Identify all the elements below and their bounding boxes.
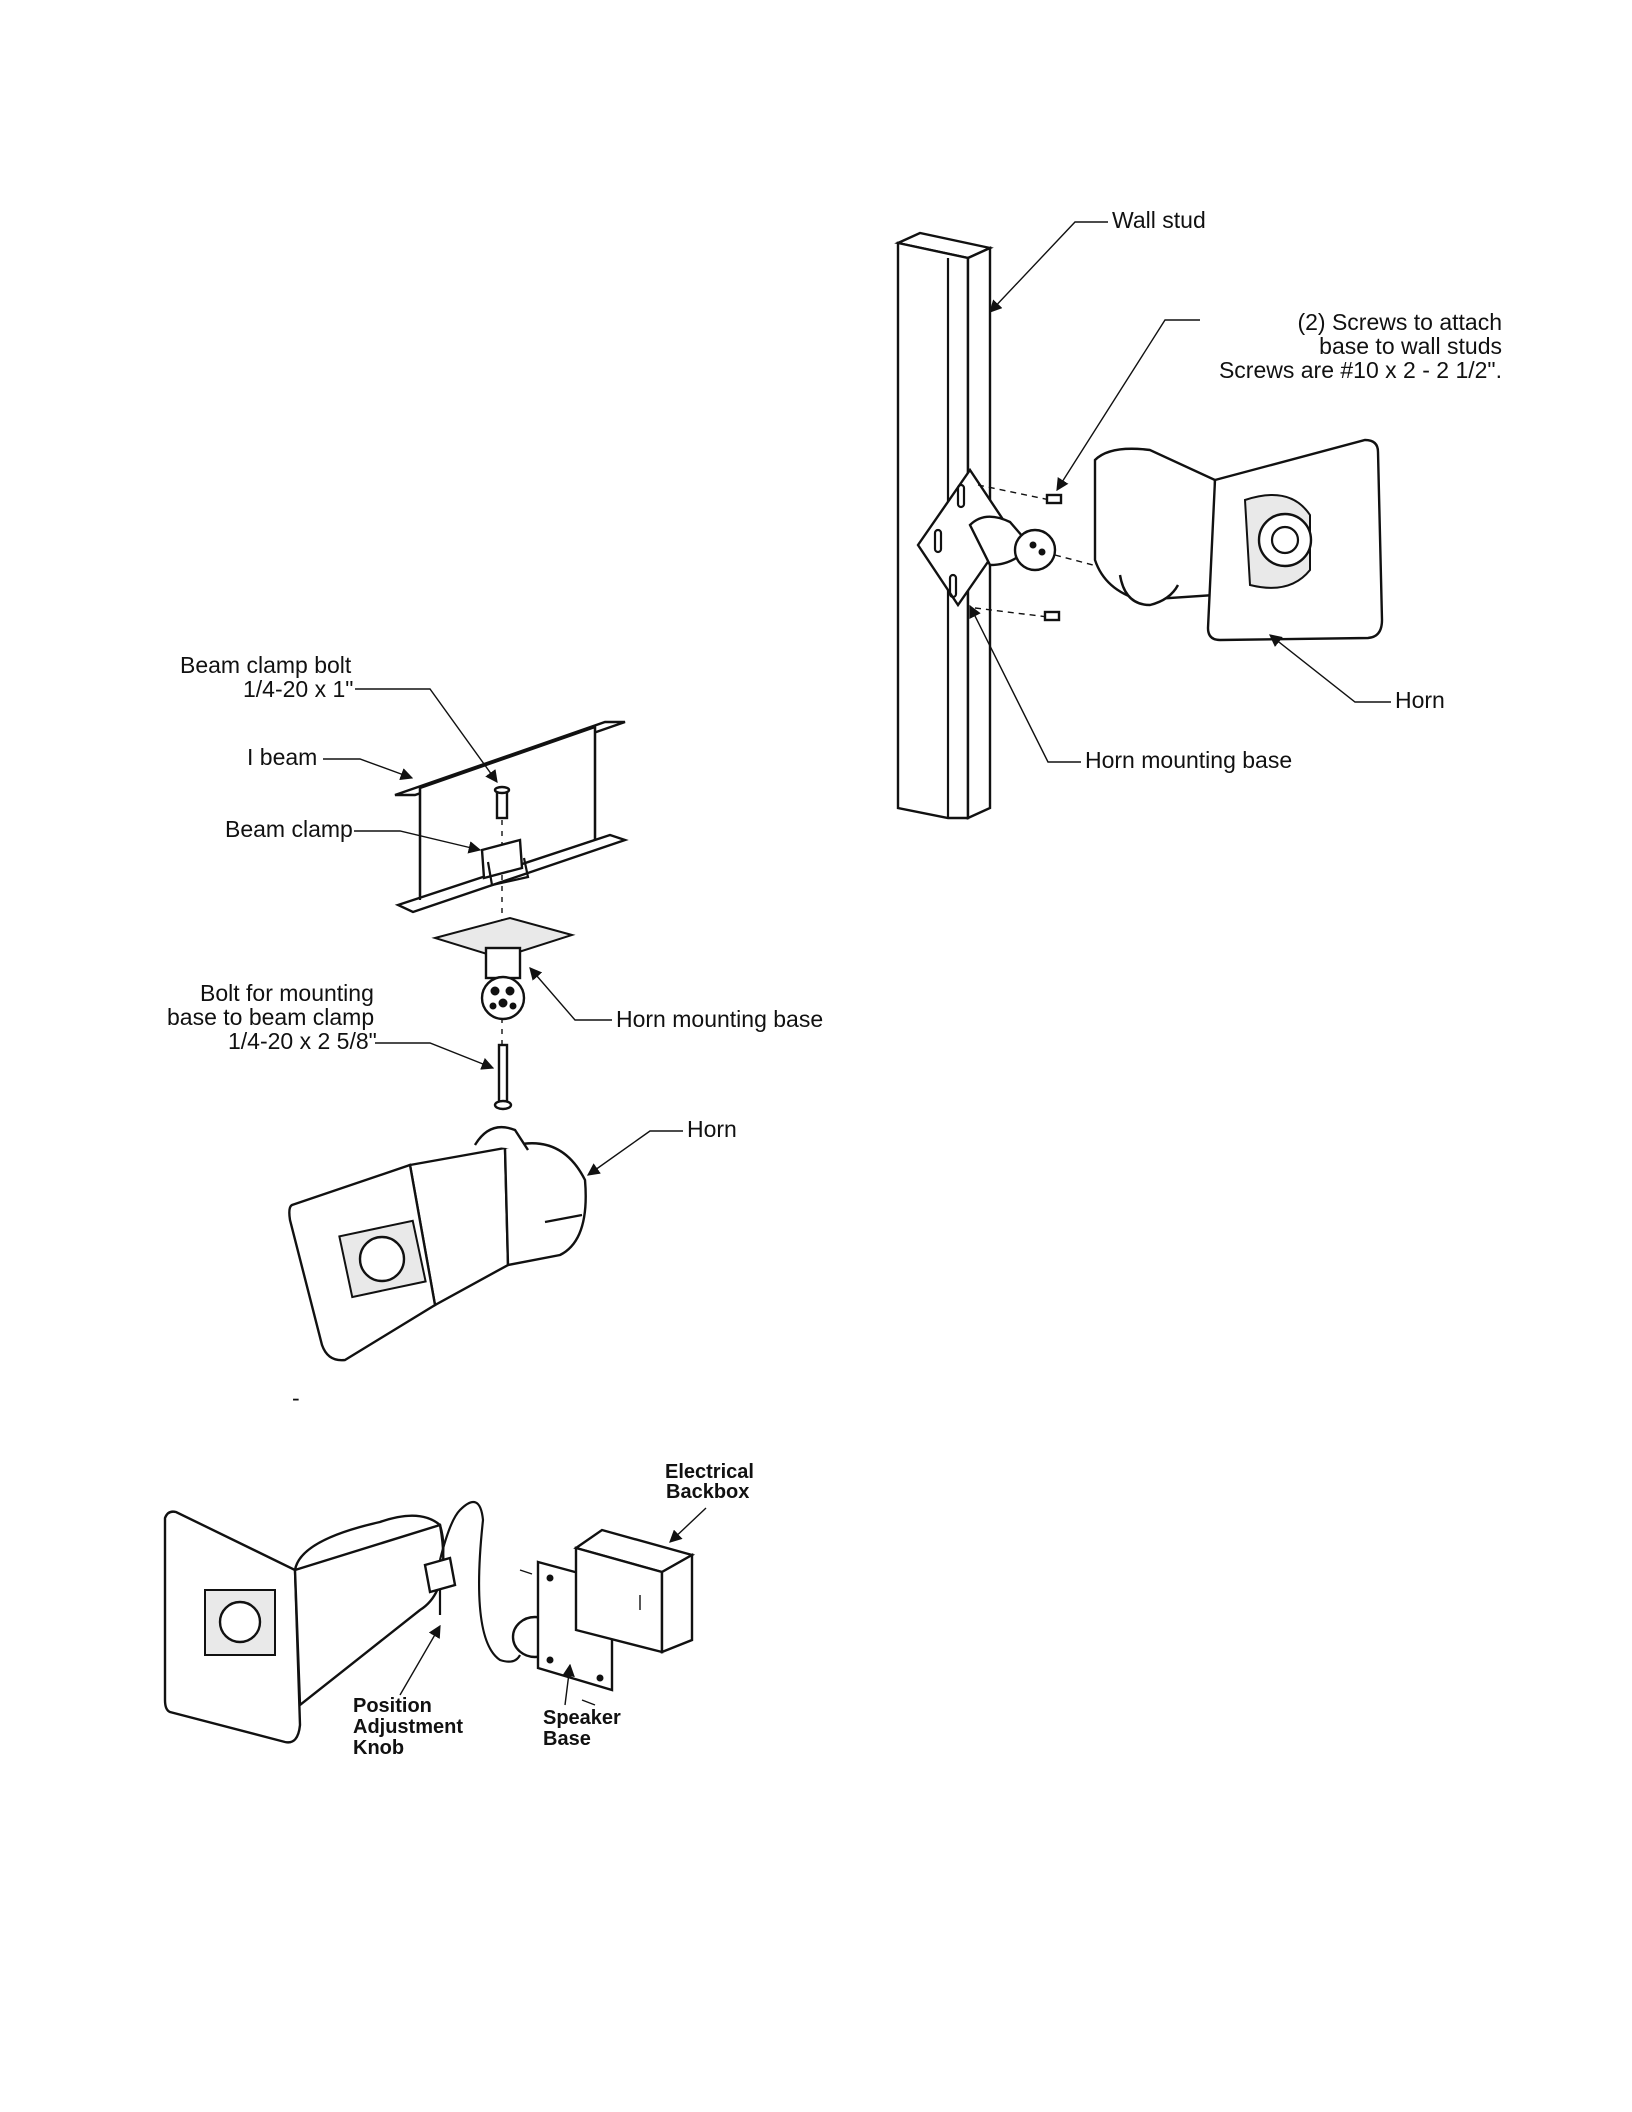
backbox-leader bbox=[670, 1508, 706, 1542]
i-beam bbox=[395, 722, 625, 912]
screws-label-2: base to wall studs bbox=[1319, 333, 1502, 359]
knob-leader bbox=[400, 1626, 440, 1695]
backbox-label-1: Electrical bbox=[665, 1461, 754, 1483]
knob-label-1: Position bbox=[353, 1695, 432, 1717]
beam-clamp-bolt bbox=[495, 787, 509, 818]
screws-label-1: (2) Screws to attach bbox=[1297, 309, 1502, 335]
stray-mark: - bbox=[292, 1385, 300, 1411]
mount-bolt-label-3: 1/4-20 x 2 5/8" bbox=[228, 1028, 377, 1054]
wall-stud-leader bbox=[990, 222, 1108, 312]
beam-clamp-bolt-label-2: 1/4-20 x 1" bbox=[243, 676, 353, 702]
backbox-label-2: Backbox bbox=[666, 1481, 749, 1503]
wall-horn-label: Horn bbox=[1395, 687, 1445, 713]
beam-horn-base-label: Horn mounting base bbox=[616, 1006, 823, 1032]
beam-horn-base-leader bbox=[530, 968, 612, 1020]
electrical-backbox bbox=[576, 1530, 692, 1652]
speaker-base-label-1: Speaker bbox=[543, 1707, 621, 1729]
beam-horn-leader bbox=[588, 1131, 683, 1175]
mount-bolt-label-2: base to beam clamp bbox=[167, 1004, 374, 1030]
backbox-diagram: Electrical Backbox Position Adjustment K… bbox=[165, 1461, 754, 1759]
wall-horn-base-label: Horn mounting base bbox=[1085, 747, 1292, 773]
speaker-base-label-2: Base bbox=[543, 1728, 591, 1750]
mount-bolt-leader bbox=[375, 1043, 493, 1068]
knob-label-2: Adjustment bbox=[353, 1716, 463, 1738]
wall-stud-label: Wall stud bbox=[1112, 207, 1206, 233]
wall-stud-diagram: Wall stud (2) Screws to attach base to w… bbox=[898, 207, 1502, 818]
wall-horn bbox=[1095, 440, 1382, 640]
i-beam-label: I beam bbox=[247, 744, 317, 770]
beam-horn bbox=[289, 1127, 585, 1360]
i-beam-leader bbox=[323, 759, 412, 778]
beam-horn-mounting-base bbox=[435, 918, 572, 1019]
wall-horn-leader bbox=[1270, 635, 1391, 702]
mount-bolt-label-1: Bolt for mounting bbox=[200, 980, 374, 1006]
beam-mounting-bolt bbox=[495, 1045, 511, 1109]
screws-label-3: Screws are #10 x 2 - 2 1/2". bbox=[1219, 357, 1502, 383]
beam-clamp-label: Beam clamp bbox=[225, 816, 353, 842]
beam-clamp-bolt-label-1: Beam clamp bolt bbox=[180, 652, 352, 678]
beam-mount-diagram: Beam clamp bolt 1/4-20 x 1" I beam Beam … bbox=[167, 652, 823, 1411]
beam-horn-label: Horn bbox=[687, 1116, 737, 1142]
knob-label-3: Knob bbox=[353, 1737, 404, 1759]
